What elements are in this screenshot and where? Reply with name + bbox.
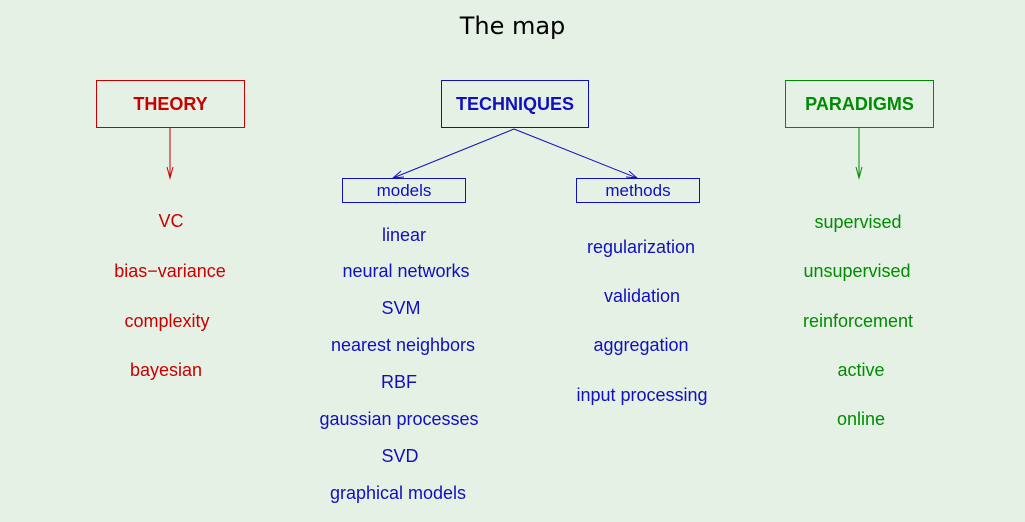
methods-item-input-processing: input processing (576, 385, 708, 405)
models-label: models (376, 180, 432, 200)
theory-item-vc: VC (158, 211, 184, 231)
methods-item-validation: validation (603, 286, 681, 306)
methods-box: methods (576, 178, 700, 203)
techniques-to-methods-arrow (513, 128, 639, 179)
paradigms-item-supervised: supervised (814, 212, 902, 232)
techniques-box: TECHNIQUES (441, 80, 589, 128)
models-item-neural-networks: neural networks (342, 261, 470, 281)
models-item-svm: SVM (381, 298, 421, 318)
paradigms-item-reinforcement: reinforcement (802, 311, 914, 331)
paradigms-box: PARADIGMS (785, 80, 934, 128)
methods-item-regularization: regularization (586, 237, 696, 257)
techniques-label: TECHNIQUES (455, 93, 574, 114)
theory-box: THEORY (96, 80, 245, 128)
techniques-to-models-arrow (391, 128, 515, 179)
models-item-gaussian-processes: gaussian processes (319, 409, 479, 429)
paradigms-label: PARADIGMS (805, 93, 914, 114)
methods-label: methods (605, 180, 671, 200)
paradigms-item-online: online (836, 409, 886, 429)
diagram-title: The map (459, 12, 566, 40)
paradigms-item-active: active (837, 360, 885, 380)
paradigms-item-unsupervised: unsupervised (803, 261, 911, 281)
theory-item-bayesian: bayesian (129, 360, 203, 380)
theory-label: THEORY (133, 93, 208, 114)
theory-item-bias-variance: bias−variance (114, 261, 226, 281)
models-item-nearest-neighbors: nearest neighbors (330, 335, 476, 355)
methods-item-aggregation: aggregation (593, 335, 689, 355)
theory-arrow (166, 128, 174, 180)
models-box: models (342, 178, 466, 203)
models-item-svd: SVD (381, 446, 419, 466)
models-item-graphical-models: graphical models (329, 483, 467, 503)
theory-item-complexity: complexity (124, 311, 210, 331)
models-item-linear: linear (381, 225, 427, 245)
paradigms-arrow (855, 128, 863, 180)
models-item-rbf: RBF (381, 372, 417, 392)
